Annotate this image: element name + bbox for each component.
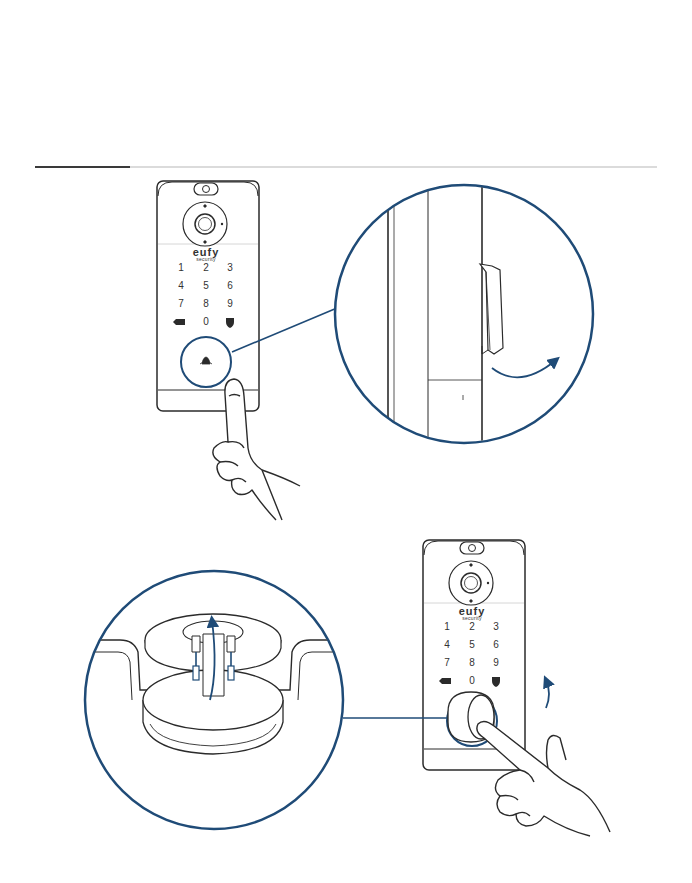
keypad-digit: 0 [203,317,209,327]
keypad-digit: 8 [203,299,209,309]
keypad-digit: 1 [178,263,184,273]
keypad-digit: 4 [444,640,450,650]
keypad-digit: 6 [493,640,499,650]
smart-lock-front [423,540,525,770]
keypad-digit: 4 [178,281,184,291]
keypad-digit: 2 [203,263,209,273]
keypad-digit: 5 [203,281,209,291]
smart-lock-front [157,181,259,411]
hand [213,379,300,520]
keypad-digit: 3 [493,622,499,632]
keypad-digit: 1 [444,622,450,632]
keypad-digit: 8 [469,658,475,668]
leader-line [232,308,337,352]
keypad-digit: 2 [469,622,475,632]
keypad-digit: 0 [469,676,475,686]
leader-line [343,717,447,719]
brand-subtitle: security [196,257,216,262]
keypad-digit: 3 [227,263,233,273]
direction-arrow [546,680,549,708]
hand [477,721,610,836]
divider-rule [35,167,657,168]
keypad-digit: 7 [444,658,450,668]
detail-circle [335,180,593,450]
brand-subtitle: security [462,616,482,621]
detail-circle [80,571,350,829]
keypad-digit: 7 [178,299,184,309]
keypad-digit: 6 [227,281,233,291]
keypad-digit: 9 [227,299,233,309]
keypad-digit: 9 [493,658,499,668]
keypad-digit: 5 [469,640,475,650]
